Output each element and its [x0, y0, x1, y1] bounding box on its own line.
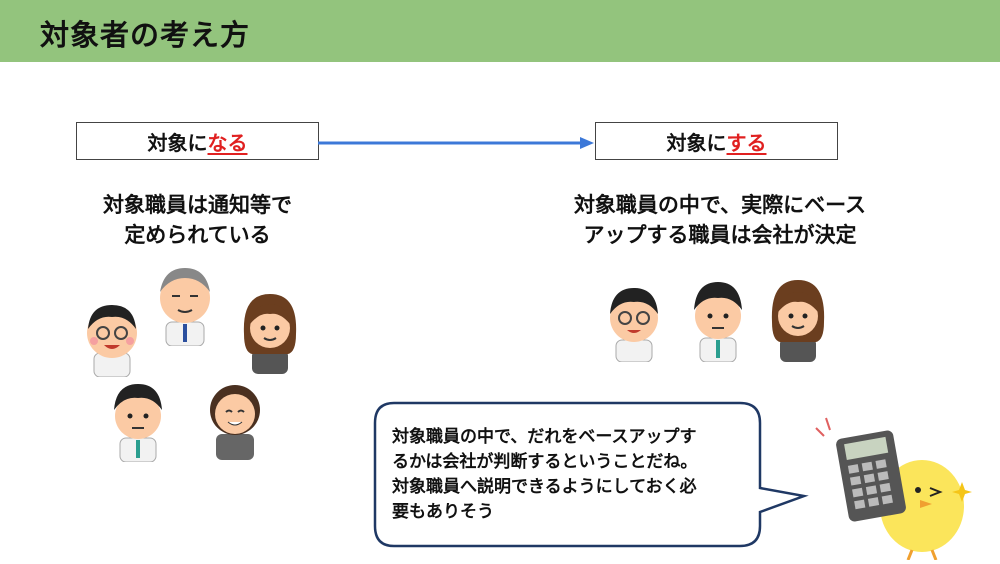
- left-desc-line1: 対象職員は通知等で: [103, 193, 292, 217]
- target-make-highlight: する: [726, 130, 767, 155]
- right-description: 対象職員の中で、実際にベース アップする職員は会社が決定: [555, 190, 885, 250]
- target-make-box: 対象にする: [595, 122, 838, 160]
- staff-woman-older-icon: [210, 385, 260, 460]
- target-become-highlight: なる: [207, 130, 248, 155]
- right-desc-line2: アップする職員は会社が決定: [583, 223, 857, 247]
- target-become-box: 対象になる: [76, 122, 319, 160]
- staff-woman-icon: [771, 280, 825, 362]
- staff-woman-icon: [243, 294, 297, 374]
- target-become-prefix: 対象に: [147, 130, 208, 155]
- staff-young-man-icon: [694, 282, 742, 362]
- chick-calculator-icon: [815, 417, 972, 560]
- staff-man-glasses-icon: [610, 288, 658, 362]
- speech-bubble: [373, 401, 809, 548]
- staff-older-man-icon: [160, 268, 210, 346]
- bubble-text: 対象職員の中で、だれをベースアップす るかは会社が判断するということだね。 対象…: [392, 425, 752, 525]
- bubble-line3: 対象職員へ説明できるようにしておく必: [392, 477, 697, 497]
- header-bar: [0, 0, 1000, 62]
- bubble-line1: 対象職員の中で、だれをベースアップす: [392, 427, 697, 447]
- bubble-line4: 要もありそう: [392, 502, 494, 522]
- left-description: 対象職員は通知等で 定められている: [60, 190, 335, 250]
- bubble-line2: るかは会社が判断するということだね。: [392, 452, 698, 472]
- left-desc-line2: 定められている: [124, 223, 271, 247]
- target-make-prefix: 対象に: [666, 130, 727, 155]
- right-desc-line1: 対象職員の中で、実際にベース: [573, 193, 867, 217]
- staff-man-glasses-icon: [87, 305, 137, 377]
- staff-young-man-icon: [114, 384, 162, 462]
- page-title: 対象者の考え方: [40, 18, 251, 52]
- right-arrow-icon: [318, 137, 594, 149]
